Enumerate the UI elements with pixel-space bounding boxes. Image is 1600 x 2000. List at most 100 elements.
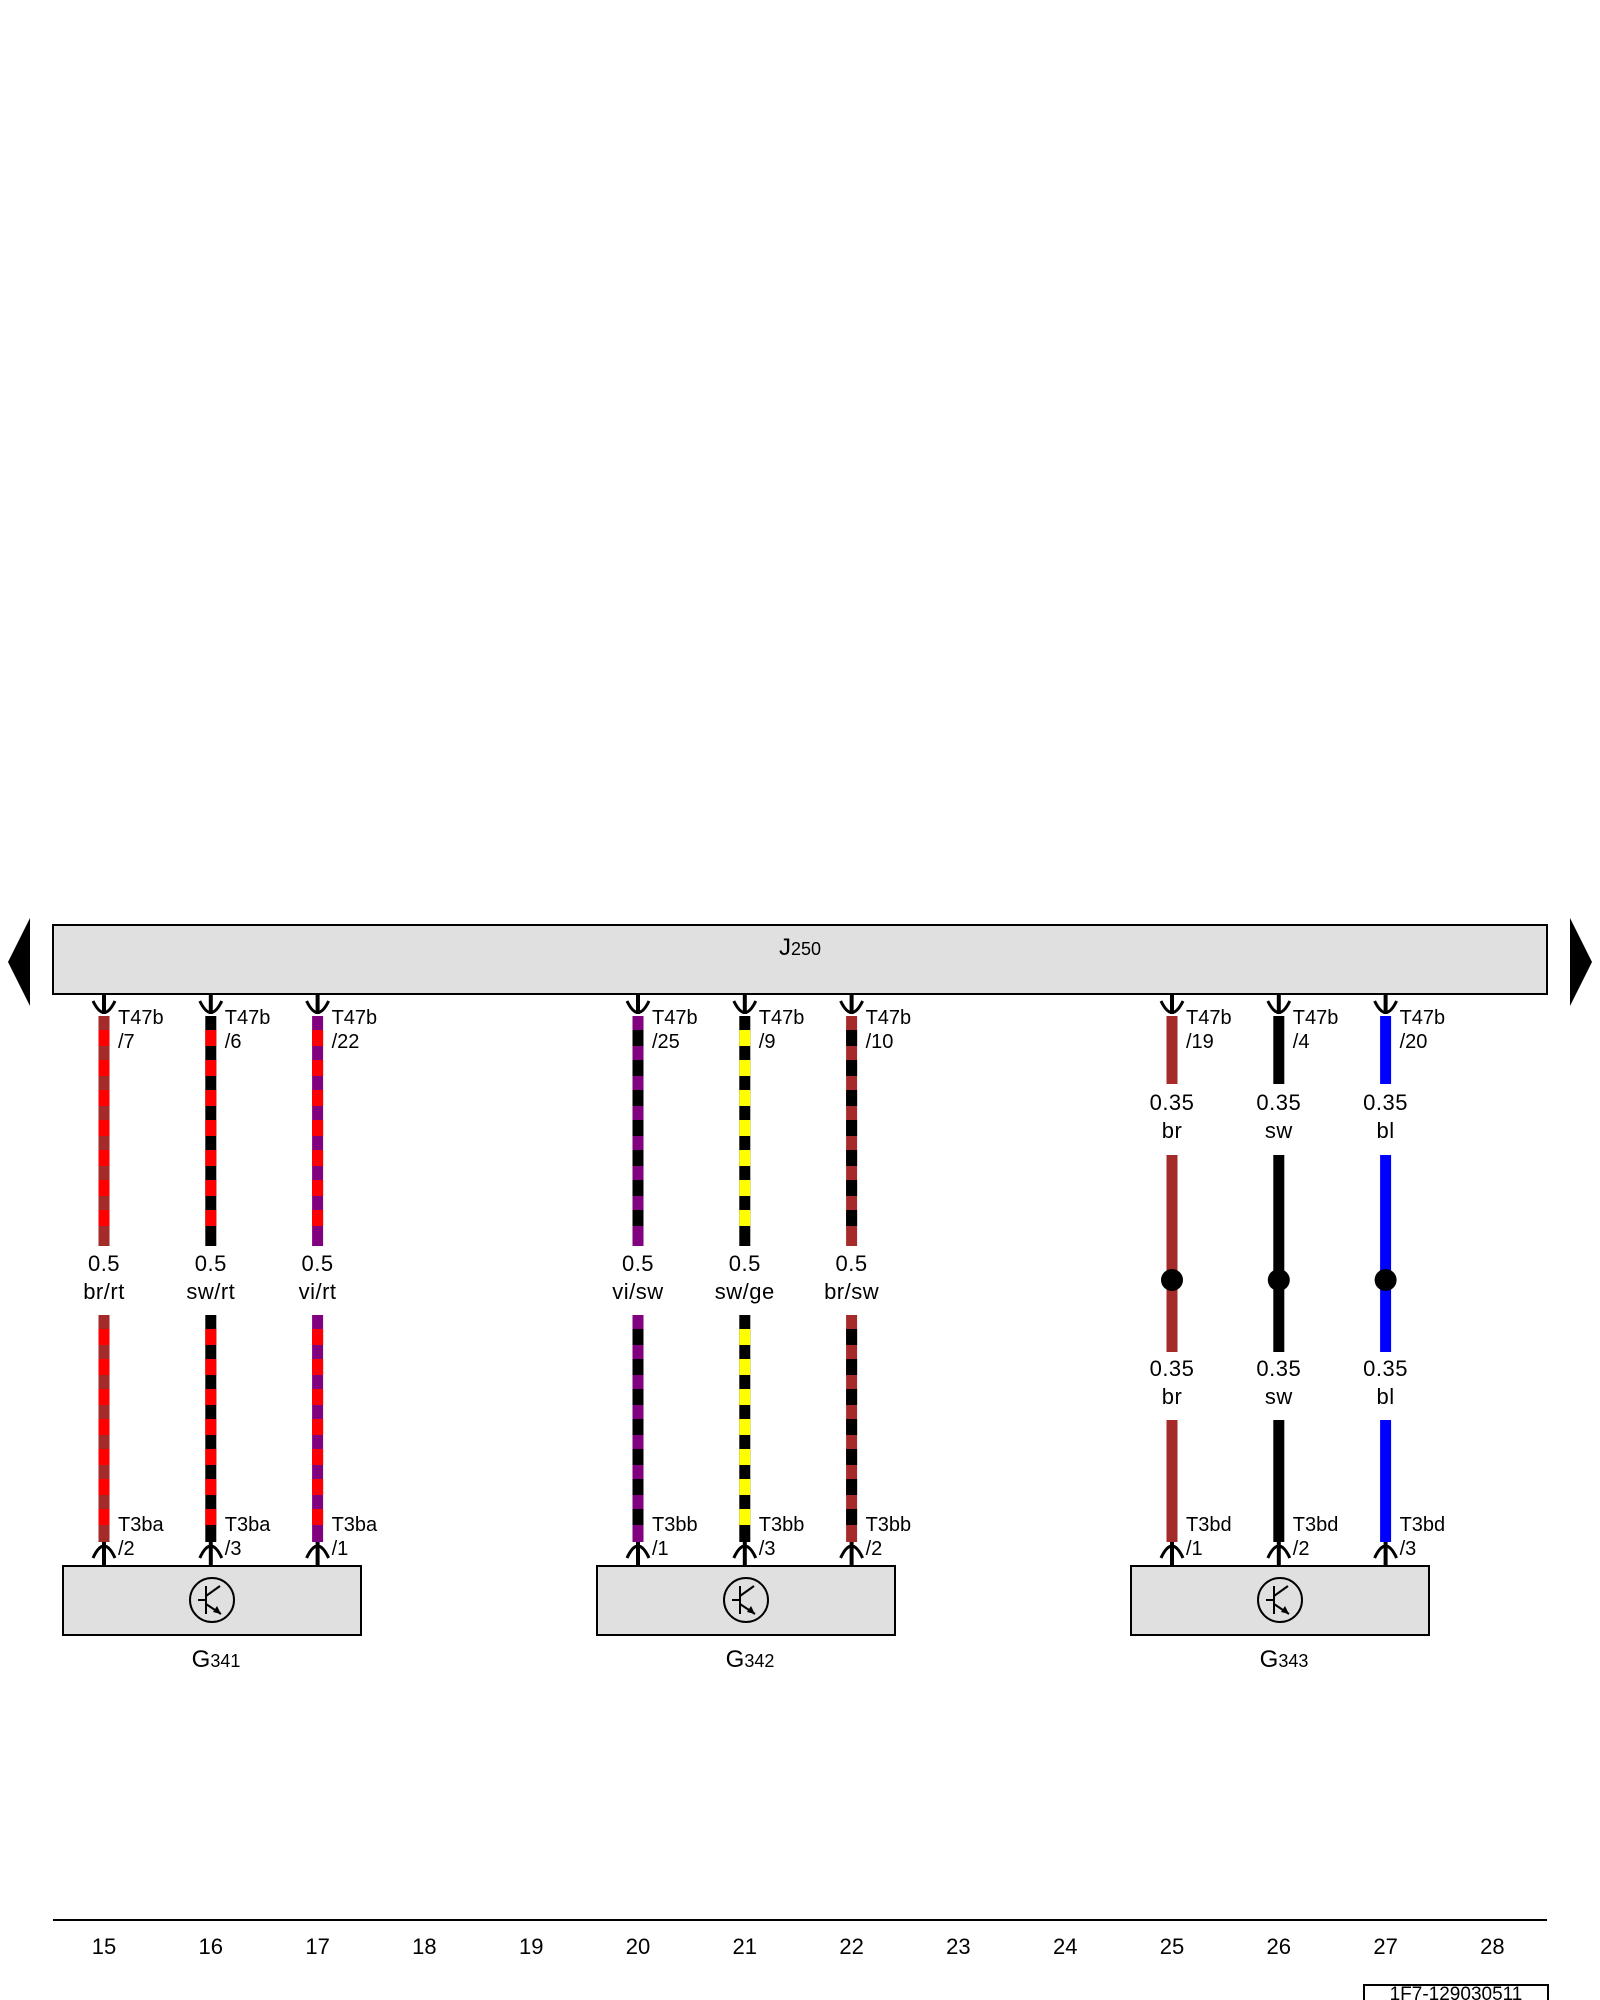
wire-stripe: [846, 1359, 858, 1375]
column-number-27: 27: [1373, 1934, 1397, 1959]
wire-segment[interactable]: [1273, 1155, 1285, 1352]
connector-pin-icon: [1159, 994, 1185, 1014]
wire-stripe: [98, 1419, 110, 1435]
wire-stripe: [846, 1180, 858, 1196]
top-connector-label: T47b: [759, 1007, 805, 1029]
sensor-symbol-icon: [723, 1577, 769, 1623]
wire-stripe: [632, 1210, 644, 1226]
wire-color-label: br: [1162, 1384, 1183, 1409]
wire-stripe: [98, 1180, 110, 1196]
wire-size-label: 0.35: [1363, 1356, 1408, 1381]
wire-color-label: vi/rt: [299, 1279, 337, 1304]
bottom-connector-label: T3bb: [866, 1514, 912, 1536]
wire-segment[interactable]: [1273, 1420, 1285, 1542]
wire-stripe: [312, 1449, 324, 1465]
bottom-connector-label: T3bd: [1400, 1514, 1446, 1536]
column-number-25: 25: [1160, 1934, 1184, 1959]
bottom-connector-label: T3bb: [759, 1514, 805, 1536]
wire-stripe: [846, 1329, 858, 1345]
column-number-26: 26: [1267, 1934, 1291, 1959]
wire-stripe: [846, 1030, 858, 1046]
top-pin-label: /19: [1186, 1031, 1214, 1053]
top-connector-label: T47b: [332, 1007, 378, 1029]
wire-stripe: [98, 1329, 110, 1345]
wire-segment[interactable]: [1166, 1155, 1178, 1352]
column-number-20: 20: [626, 1934, 650, 1959]
bottom-pin-label: /3: [759, 1538, 776, 1560]
column-number-16: 16: [199, 1934, 223, 1959]
wire-stripe: [98, 1389, 110, 1405]
wire-stripe: [205, 1030, 217, 1046]
wire-stripe: [632, 1180, 644, 1196]
wire-stripe: [98, 1120, 110, 1136]
wire-stripe: [205, 1509, 217, 1525]
connector-pin-icon: [732, 1538, 758, 1565]
wire-stripe: [205, 1419, 217, 1435]
top-pin-label: /22: [332, 1031, 360, 1053]
component-g341[interactable]: G341: [62, 1565, 362, 1673]
wire-stripe: [739, 1030, 751, 1046]
top-connector-label: T47b: [866, 1007, 912, 1029]
bottom-pin-label: /2: [866, 1538, 883, 1560]
sensor-symbol-icon: [189, 1577, 235, 1623]
wire-stripe: [846, 1479, 858, 1495]
wire-stripe: [739, 1509, 751, 1525]
wire-stripe: [205, 1090, 217, 1106]
wire-segment[interactable]: [1166, 1420, 1178, 1542]
wire-stripe: [739, 1060, 751, 1076]
bottom-pin-label: /3: [225, 1538, 242, 1560]
wire-segment[interactable]: [1273, 1016, 1285, 1084]
wire-segment[interactable]: [1166, 1016, 1178, 1084]
reference-box: 1F7-129030511: [1363, 1984, 1549, 2000]
wire-stripe: [98, 1449, 110, 1465]
wire-stripe: [632, 1389, 644, 1405]
component-g343[interactable]: G343: [1130, 1565, 1430, 1673]
connector-pin-icon: [625, 1538, 651, 1565]
bottom-connector-label: T3bd: [1293, 1514, 1339, 1536]
arrow-left-icon[interactable]: [8, 918, 30, 1006]
wire-size-label: 0.35: [1363, 1090, 1408, 1115]
wire-stripe: [205, 1449, 217, 1465]
wire-stripe: [739, 1150, 751, 1166]
connector-pin-icon: [1159, 1538, 1185, 1565]
wire-stripe: [312, 1389, 324, 1405]
wire-segment[interactable]: [1380, 1420, 1392, 1542]
wire-segment[interactable]: [1380, 1155, 1392, 1352]
wire-color-label: br: [1162, 1118, 1183, 1143]
wire-segment[interactable]: [1380, 1016, 1392, 1084]
bottom-connector-label: T3bd: [1186, 1514, 1232, 1536]
column-number-18: 18: [412, 1934, 436, 1959]
control-unit-label: J250: [779, 934, 821, 961]
component-g342[interactable]: G342: [596, 1565, 896, 1673]
wire-stripe: [846, 1120, 858, 1136]
wire-stripe: [739, 1449, 751, 1465]
connector-pin-icon: [732, 994, 758, 1014]
arrow-right-icon[interactable]: [1570, 918, 1592, 1006]
wire-stripe: [205, 1479, 217, 1495]
connector-pin-icon: [1373, 994, 1398, 1014]
splice-dot-icon: [1374, 1269, 1397, 1291]
wire-stripe: [205, 1389, 217, 1405]
wire-stripe: [632, 1509, 644, 1525]
wire-stripe: [312, 1479, 324, 1495]
wire-stripe: [205, 1150, 217, 1166]
component-label: G342: [726, 1646, 775, 1673]
bottom-pin-label: /1: [1186, 1538, 1203, 1560]
connector-pin-icon: [91, 1538, 117, 1565]
wire-size-label: 0.35: [1150, 1090, 1195, 1115]
wire-stripe: [205, 1120, 217, 1136]
wire-color-label: sw/rt: [186, 1279, 235, 1304]
wire-stripe: [98, 1479, 110, 1495]
component-label: G341: [192, 1646, 241, 1673]
top-pin-label: /7: [118, 1031, 135, 1053]
reference-label: 1F7-129030511: [1390, 1984, 1523, 2000]
wire-color-label: sw: [1265, 1384, 1293, 1409]
wire-color-label: br/sw: [824, 1279, 879, 1304]
top-pin-label: /20: [1400, 1031, 1428, 1053]
